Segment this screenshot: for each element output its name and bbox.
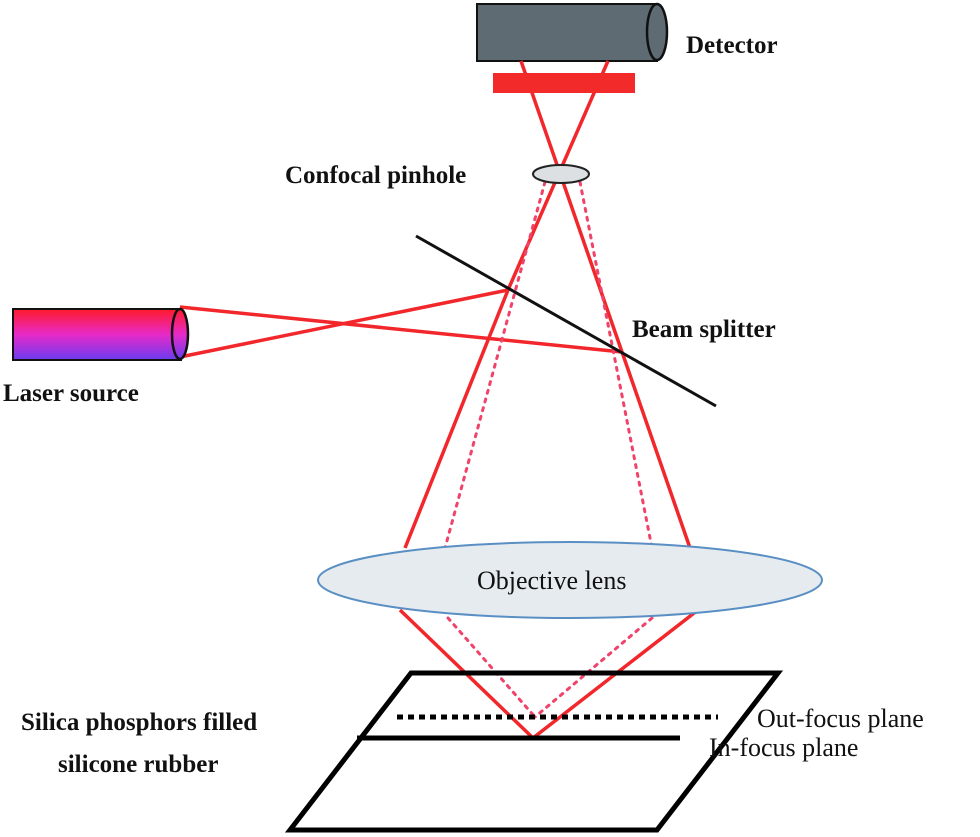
light-rays [179,60,700,740]
sample-label-line2: silicone rubber [58,751,218,778]
sample-label-line1: Silica phosphors filled [21,709,257,736]
detector-label: Detector [686,32,778,59]
objective-lens [317,541,823,619]
laser-source-cylinder [12,307,190,361]
objective-lens-label: Objective lens [477,566,626,595]
detector-cylinder [476,2,669,62]
in-focus-label: In-focus plane [709,733,858,762]
pinhole-label: Confocal pinhole [285,162,466,189]
beam-splitter-label: Beam splitter [632,316,776,343]
sample-block [284,670,784,833]
confocal-pinhole [532,164,590,184]
laser-source-label: Laser source [3,380,139,407]
out-focus-label: Out-focus plane [757,704,924,733]
out-of-focus-rays [443,180,654,719]
emission-filter [493,73,635,93]
beam-splitter [415,234,717,408]
